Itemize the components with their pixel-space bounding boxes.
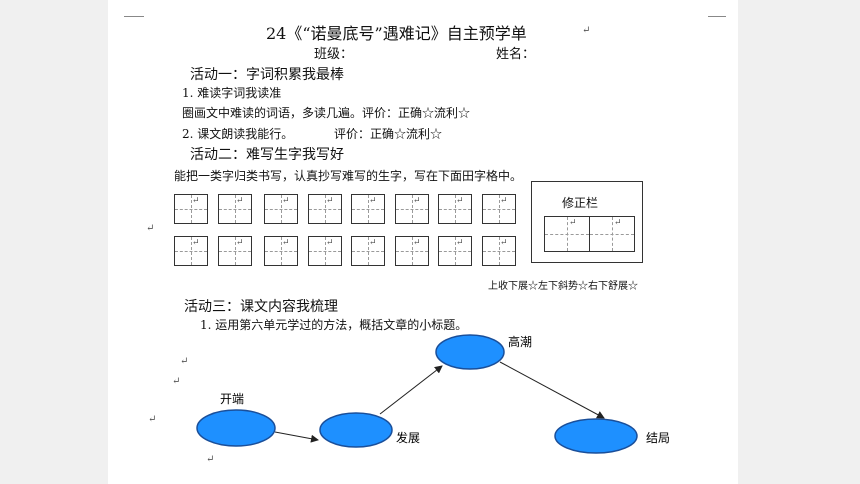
label-development: 发展 bbox=[396, 430, 420, 445]
label-climax: 高潮 bbox=[508, 334, 532, 349]
paragraph-mark: ↵ bbox=[192, 196, 200, 206]
paragraph-mark: ↵ bbox=[282, 238, 290, 248]
crop-mark-top-right bbox=[708, 8, 726, 17]
tianzige-cell[interactable]: ↵ bbox=[218, 194, 252, 224]
node-development bbox=[319, 412, 393, 448]
paragraph-mark: ↵ bbox=[236, 238, 244, 248]
tianzige-cell[interactable]: ↵ bbox=[482, 194, 516, 224]
tianzige-cell[interactable]: ↵ bbox=[264, 194, 298, 224]
paragraph-mark: ↵ bbox=[326, 238, 334, 248]
correction-cell[interactable]: ↵ bbox=[589, 216, 635, 252]
tianzige-cell[interactable]: ↵ bbox=[438, 194, 472, 224]
paragraph-mark: ↵ bbox=[236, 196, 244, 206]
tianzige-cell[interactable]: ↵ bbox=[174, 236, 208, 266]
activity2-instruction: 能把一类字归类书写，认真抄写难写的生字，写在下面田字格中。 bbox=[174, 169, 523, 183]
tianzige-cell[interactable]: ↵ bbox=[264, 236, 298, 266]
paragraph-mark: ↵ bbox=[500, 196, 508, 206]
paragraph-mark: ↵ bbox=[413, 196, 421, 206]
paragraph-mark: ↵ bbox=[192, 238, 200, 248]
paragraph-mark: ↵ bbox=[206, 454, 215, 465]
crop-mark-top-left bbox=[124, 8, 144, 17]
paragraph-mark: ↵ bbox=[326, 196, 334, 206]
paragraph-mark: ↵ bbox=[456, 238, 464, 248]
tianzige-cell[interactable]: ↵ bbox=[482, 236, 516, 266]
tianzige-cell[interactable]: ↵ bbox=[351, 194, 385, 224]
right-margin-background bbox=[738, 0, 860, 484]
arrow-climax-to-ending bbox=[499, 361, 605, 419]
tianzige-cell[interactable]: ↵ bbox=[395, 236, 429, 266]
document-page bbox=[108, 0, 738, 484]
paragraph-mark: ↵ bbox=[369, 196, 377, 206]
paragraph-mark: ↵ bbox=[413, 238, 421, 248]
activity1-item2-eval: 评价：正确☆流利☆ bbox=[334, 127, 443, 141]
name-label: 姓名： bbox=[496, 47, 536, 62]
label-start: 开端 bbox=[220, 392, 244, 406]
label-ending: 结局 bbox=[646, 431, 670, 445]
node-start bbox=[196, 409, 276, 447]
arrow-start-to-development bbox=[274, 431, 319, 443]
tianzige-cell[interactable]: ↵ bbox=[351, 236, 385, 266]
paragraph-mark: ↵ bbox=[456, 196, 464, 206]
node-climax bbox=[435, 334, 505, 370]
correction-box: 修正栏 ↵ ↵ bbox=[531, 181, 643, 263]
writing-hint: 上收下展☆左下斜势☆右下舒展☆ bbox=[488, 281, 638, 292]
paragraph-mark: ↵ bbox=[146, 223, 155, 234]
activity3-item1: 1. 运用第六单元学过的方法，概括文章的小标题。 bbox=[200, 318, 468, 332]
tianzige-cell[interactable]: ↵ bbox=[395, 194, 429, 224]
left-margin-background bbox=[0, 0, 108, 484]
activity1-item1-detail: 圈画文中难读的词语，多读几遍。评价：正确☆流利☆ bbox=[182, 106, 471, 120]
tianzige-cell[interactable]: ↵ bbox=[218, 236, 252, 266]
paragraph-mark: ↵ bbox=[180, 356, 189, 367]
activity3-heading: 活动三：课文内容我梳理 bbox=[184, 299, 338, 315]
tianzige-cell[interactable]: ↵ bbox=[438, 236, 472, 266]
class-label: 班级： bbox=[314, 47, 354, 62]
node-ending bbox=[554, 418, 638, 454]
paragraph-mark: ↵ bbox=[500, 238, 508, 248]
correction-label: 修正栏 bbox=[562, 196, 599, 210]
paragraph-mark: ↵ bbox=[148, 414, 157, 425]
tianzige-cell[interactable]: ↵ bbox=[308, 194, 342, 224]
paragraph-mark: ↵ bbox=[172, 376, 181, 387]
paragraph-mark: ↵ bbox=[582, 25, 591, 36]
activity1-item2: 2. 课文朗读我能行。 bbox=[182, 127, 294, 141]
paragraph-mark: ↵ bbox=[369, 238, 377, 248]
tianzige-cell[interactable]: ↵ bbox=[308, 236, 342, 266]
arrow-development-to-climax bbox=[379, 365, 443, 415]
paragraph-mark: ↵ bbox=[282, 196, 290, 206]
tianzige-cell[interactable]: ↵ bbox=[174, 194, 208, 224]
activity2-heading: 活动二：难写生字我写好 bbox=[190, 147, 344, 163]
activity1-heading: 活动一：字词积累我最棒 bbox=[190, 67, 344, 83]
activity1-item1: 1. 难读字词我读准 bbox=[182, 86, 282, 100]
page-title: 24《“诺曼底号”遇难记》自主预学单 bbox=[266, 24, 527, 43]
